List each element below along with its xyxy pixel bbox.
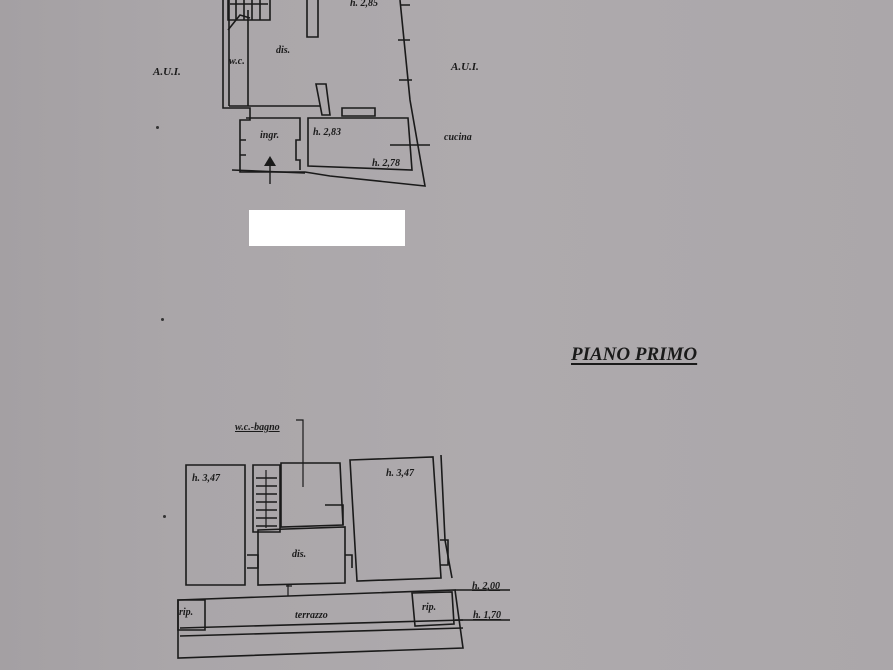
rip-right-box bbox=[411, 591, 455, 627]
label-rip-left: rip. bbox=[179, 607, 194, 618]
room-left bbox=[185, 464, 246, 586]
label-h-left: h. 3,47 bbox=[192, 473, 221, 484]
label-dis-ground: dis. bbox=[276, 45, 291, 56]
label-aui-right: A.U.I. bbox=[451, 61, 479, 73]
page-title: PIANO PRIMO bbox=[571, 344, 698, 365]
room-wc-bagno bbox=[280, 462, 344, 528]
label-rip-right: rip. bbox=[422, 602, 437, 613]
mark-dot bbox=[156, 126, 159, 129]
stair-block bbox=[252, 464, 281, 533]
room-right bbox=[349, 456, 442, 582]
ground-floor-outline bbox=[222, 0, 426, 187]
mark-dot bbox=[163, 515, 166, 518]
label-h-283: h. 2,83 bbox=[313, 127, 342, 138]
label-aui-left: A.U.I. bbox=[153, 66, 181, 78]
label-h-200: h. 2,00 bbox=[472, 581, 501, 592]
label-ingr: ingr. bbox=[260, 130, 280, 141]
rip-left-box bbox=[177, 599, 206, 631]
mark-dot bbox=[161, 318, 164, 321]
label-terrazzo: terrazzo bbox=[295, 610, 328, 621]
label-wc: w.c. bbox=[229, 56, 245, 67]
label-dis-first: dis. bbox=[292, 549, 307, 560]
label-h-278: h. 2,78 bbox=[372, 158, 401, 169]
label-h-170: h. 1,70 bbox=[473, 610, 502, 621]
label-h-right: h. 3,47 bbox=[386, 468, 415, 479]
label-height-top: h. 2,85 bbox=[350, 0, 379, 9]
redaction-box bbox=[249, 210, 405, 246]
label-cucina: cucina bbox=[444, 132, 472, 143]
label-wc-bagno: w.c.-bagno bbox=[235, 422, 280, 433]
